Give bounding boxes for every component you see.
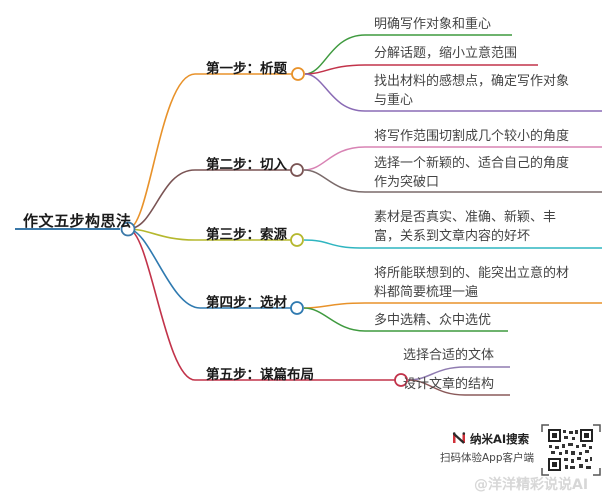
leaf-4-1: 将所能联想到的、能突出立意的材 料都简要梳理一遍: [374, 264, 569, 302]
leaf-4-1-line1: 将所能联想到的、能突出立意的材: [374, 266, 570, 281]
leaf-3-1-line1: 素材是否真实、准确、新颖、丰: [374, 210, 557, 225]
watermark: @洋洋精彩说说AI: [474, 477, 589, 493]
step-1-node: 第一步：析题: [206, 61, 287, 77]
leaf-1-1: 明确写作对象和重心: [374, 17, 492, 32]
leaf-2-2-line1: 选择一个新颖的、适合自己的角度: [374, 156, 570, 171]
leaf-5-2: 设计文章的结构: [403, 377, 495, 392]
leaf-3-1: 素材是否真实、准确、新颖、丰 富，关系到文章内容的好坏: [374, 208, 556, 246]
root-node: 作文五步构思法: [23, 212, 132, 230]
leaf-2-1: 将写作范围切割成几个较小的角度: [374, 129, 570, 144]
leaf-3-1-line2: 富，关系到文章内容的好坏: [374, 229, 531, 244]
qr-code[interactable]: [541, 424, 601, 476]
leaf-4-1-line2: 料都简要梳理一遍: [374, 285, 479, 300]
leaf-2-2: 选择一个新颖的、适合自己的角度 作为突破口: [374, 154, 569, 192]
step-2-node: 第二步：切入: [206, 157, 287, 173]
step-4-node: 第四步：选材: [206, 295, 287, 311]
leaf-5-1: 选择合适的文体: [403, 348, 495, 363]
leaf-1-3-line2: 与重心: [374, 93, 414, 108]
leaf-4-2: 多中选精、众中选优: [374, 313, 492, 328]
step-3-node: 第三步：索源: [206, 227, 287, 243]
leaf-1-3: 找出材料的感想点，确定写作对象 与重心: [374, 72, 569, 110]
leaf-1-3-line1: 找出材料的感想点，确定写作对象: [374, 74, 570, 89]
nami-logo-icon: [452, 432, 466, 444]
leaf-1-2: 分解话题，缩小立意范围: [374, 46, 518, 61]
step-5-node: 第五步：谋篇布局: [206, 367, 314, 383]
brand-subtitle: 扫码体验App客户端: [440, 452, 535, 464]
brand-name: 纳米AI搜索: [470, 432, 530, 446]
leaf-2-2-line2: 作为突破口: [374, 175, 440, 190]
